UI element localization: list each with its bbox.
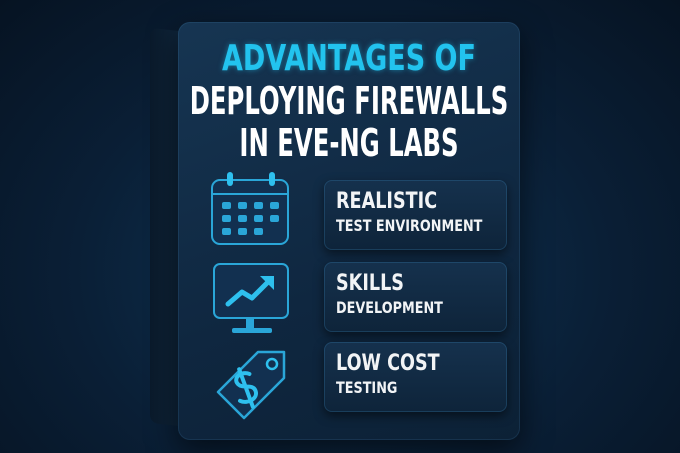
- card-subtitle: DEVELOPMENT: [336, 298, 443, 317]
- card-heading: LOW COST: [336, 351, 440, 376]
- card-subtitle: TESTING: [336, 378, 398, 397]
- monitor-chart-icon: [213, 263, 289, 333]
- card-heading: SKILLS: [336, 271, 404, 296]
- card-heading: REALISTIC: [336, 189, 438, 214]
- calendar-icon: [211, 172, 289, 245]
- price-tag-dollar-icon: [216, 350, 286, 420]
- advantage-card-2: SKILLS DEVELOPMENT: [324, 262, 507, 332]
- card-subtitle: TEST ENVIRONMENT: [336, 216, 483, 235]
- title-line-1: ADVANTAGES OF: [222, 38, 476, 79]
- advantage-card-3: LOW COST TESTING: [324, 342, 507, 412]
- title-line-3: IN EVE-NG LABS: [239, 121, 459, 165]
- title-line-2: DEPLOYING FIREWALLS: [189, 79, 509, 123]
- advantage-card-1: REALISTIC TEST ENVIRONMENT: [324, 180, 507, 250]
